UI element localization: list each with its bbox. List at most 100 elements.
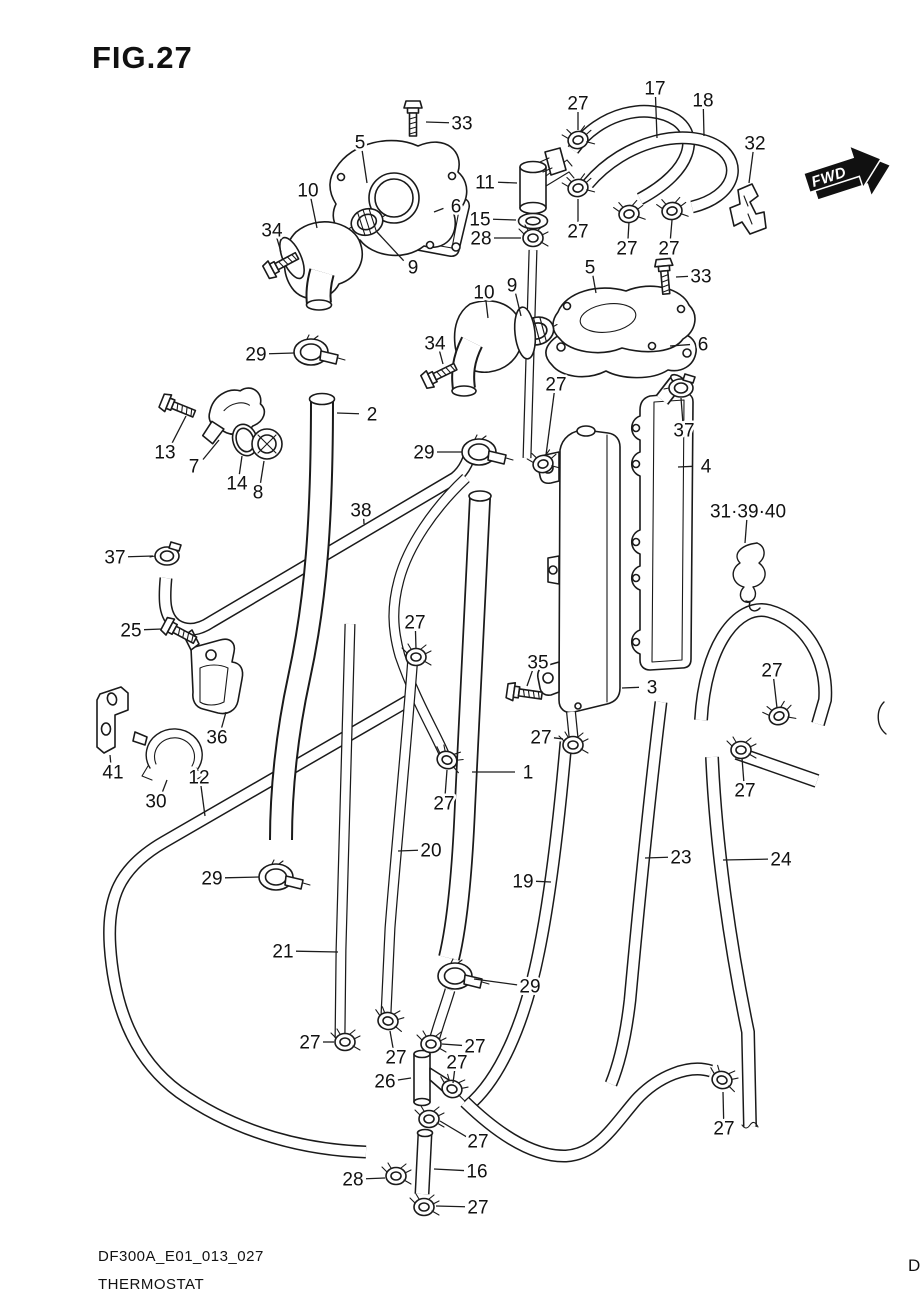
part-callout: 5 bbox=[355, 133, 366, 154]
hose-23 bbox=[611, 702, 661, 1084]
part-callout: 35 bbox=[527, 653, 548, 674]
part-callout: 41 bbox=[102, 763, 123, 784]
leader-line bbox=[220, 711, 227, 729]
part-callout: 15 bbox=[469, 210, 490, 231]
bolt-13 bbox=[157, 391, 199, 423]
part-callout: 10 bbox=[297, 181, 318, 202]
leader-line bbox=[109, 754, 112, 764]
leader-line bbox=[439, 1120, 467, 1138]
leader-line bbox=[268, 352, 295, 355]
part-callout: 26 bbox=[374, 1072, 395, 1093]
part-callout: 8 bbox=[253, 483, 264, 504]
leader-line bbox=[485, 300, 489, 319]
drawing-caption: THERMOSTAT bbox=[98, 1276, 205, 1293]
fwd-arrow-icon: FWD bbox=[802, 144, 890, 200]
part-callout: 24 bbox=[770, 850, 792, 871]
leader-line bbox=[202, 439, 220, 460]
leader-line bbox=[680, 397, 684, 422]
part-callout: 12 bbox=[188, 768, 209, 789]
rubber-holder-36 bbox=[183, 629, 244, 715]
bolt-33a bbox=[403, 100, 423, 137]
hose-17-fitting bbox=[539, 147, 567, 176]
leader-line bbox=[452, 1070, 456, 1084]
part-callout: 27 bbox=[299, 1033, 320, 1054]
leader-line bbox=[414, 630, 417, 650]
leader-line bbox=[497, 181, 518, 184]
leader-line bbox=[433, 1168, 465, 1172]
part-callout: 5 bbox=[585, 258, 596, 279]
bolt-35 bbox=[505, 681, 544, 706]
leader-line bbox=[397, 849, 419, 852]
leader-line bbox=[748, 151, 754, 184]
part-callout: 4 bbox=[701, 457, 712, 478]
part-callout: 36 bbox=[206, 728, 227, 749]
part-callout: 27 bbox=[713, 1119, 734, 1140]
part-callout: 20 bbox=[420, 841, 441, 862]
clamp-holder-30 bbox=[132, 728, 204, 782]
housing-10a bbox=[283, 221, 363, 300]
hose-16 bbox=[418, 1130, 434, 1195]
washer-15 bbox=[517, 212, 549, 230]
leader-line bbox=[200, 785, 206, 817]
bracket-41 bbox=[96, 686, 129, 754]
leader-line bbox=[238, 455, 243, 475]
part-callout: 29 bbox=[519, 977, 540, 998]
leader-line bbox=[526, 669, 534, 687]
part-callout: 27 bbox=[658, 239, 679, 260]
part-callout: 29 bbox=[413, 443, 434, 464]
leader-line bbox=[441, 1043, 463, 1047]
leader-line bbox=[127, 555, 154, 558]
leader-line bbox=[444, 769, 448, 795]
page-edge-marker: D bbox=[908, 1256, 921, 1275]
part-callout: 27 bbox=[467, 1132, 488, 1153]
wire-clip-31-39-40 bbox=[732, 542, 766, 612]
leader-line bbox=[397, 1077, 412, 1081]
leader-line bbox=[473, 978, 518, 986]
leader-line bbox=[425, 121, 450, 124]
part-callout: 6 bbox=[451, 197, 462, 218]
cover-5b bbox=[552, 285, 696, 354]
hose-18 bbox=[588, 138, 732, 207]
leader-line bbox=[702, 108, 705, 137]
leader-line bbox=[744, 519, 748, 544]
leader-line bbox=[535, 880, 552, 883]
part-callout: 1 bbox=[523, 763, 534, 784]
o-ring-14 bbox=[231, 423, 259, 457]
part-callout: 30 bbox=[145, 792, 166, 813]
part-callout: 27 bbox=[446, 1053, 467, 1074]
leader-line bbox=[592, 275, 597, 294]
part-callout: 7 bbox=[189, 457, 200, 478]
sensor-fitting-7 bbox=[201, 387, 266, 445]
leader-line bbox=[553, 737, 564, 740]
leader-line bbox=[654, 96, 658, 139]
leader-line bbox=[492, 218, 517, 221]
leader-line bbox=[361, 150, 368, 184]
part-callout: 37 bbox=[673, 421, 694, 442]
part-callout: 28 bbox=[470, 229, 491, 250]
part-callout: 17 bbox=[644, 79, 665, 100]
part-callout: 27 bbox=[545, 375, 566, 396]
part-callout: 19 bbox=[512, 872, 533, 893]
part-callout: 9 bbox=[507, 276, 518, 297]
drawing-code: DF300A_E01_013_027 bbox=[98, 1248, 264, 1265]
hose-24 bbox=[701, 610, 825, 1128]
clip-32 bbox=[729, 183, 767, 235]
leader-line bbox=[439, 351, 444, 365]
leader-line bbox=[514, 293, 522, 317]
part-callout: 11 bbox=[475, 173, 495, 194]
leader-line bbox=[295, 950, 339, 953]
part-callout: 27 bbox=[616, 239, 637, 260]
part-callout: 2 bbox=[367, 405, 378, 426]
leader-line bbox=[376, 231, 405, 262]
leader-line bbox=[310, 198, 318, 229]
part-callout: 13 bbox=[154, 443, 175, 464]
fitting-11 bbox=[519, 159, 575, 215]
part-callout: 27 bbox=[404, 613, 425, 634]
part-callout: 34 bbox=[261, 221, 283, 242]
gasket-4 bbox=[630, 373, 694, 671]
leader-line bbox=[722, 1091, 725, 1120]
part-callout: 33 bbox=[451, 114, 472, 135]
